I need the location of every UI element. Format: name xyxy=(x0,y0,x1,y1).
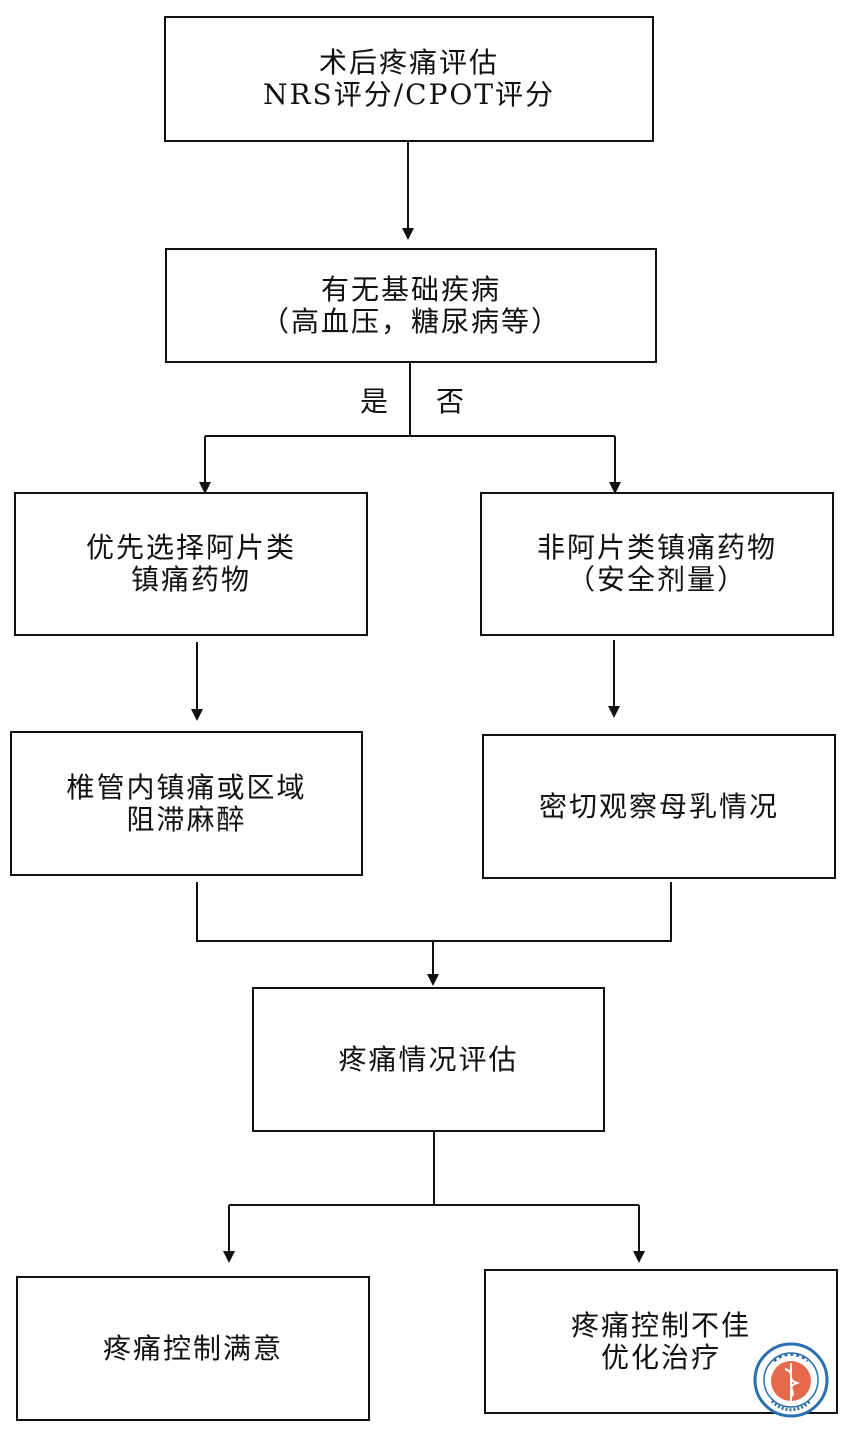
node-pain-controlled-line1: 疼痛控制满意 xyxy=(102,1331,283,1365)
node-non-opioid: 非阿片类镇痛药物 （安全剂量） xyxy=(480,492,834,636)
node-pain-assessment-line2: NRS评分/CPOT评分 xyxy=(262,78,556,111)
node-neuraxial-block-line2: 阻滞麻醉 xyxy=(126,802,247,836)
branch-label-no: 否 xyxy=(436,385,465,418)
node-pain-reassessment: 疼痛情况评估 xyxy=(252,987,605,1132)
node-opioid-preferred-line2: 镇痛药物 xyxy=(130,563,251,596)
node-underlying-disease: 有无基础疾病 （高血压，糖尿病等） xyxy=(165,248,657,363)
node-pain-uncontrolled-line2: 优化治疗 xyxy=(600,1340,721,1374)
node-monitor-breastmilk-line1: 密切观察母乳情况 xyxy=(538,789,779,823)
node-non-opioid-line2: （安全剂量） xyxy=(566,563,747,596)
node-pain-assessment: 术后疼痛评估 NRS评分/CPOT评分 xyxy=(164,16,654,142)
node-neuraxial-block-line1: 椎管内镇痛或区域 xyxy=(66,770,307,804)
node-pain-assessment-line1: 术后疼痛评估 xyxy=(318,46,499,79)
node-opioid-preferred: 优先选择阿片类 镇痛药物 xyxy=(14,492,368,636)
cma-seal-watermark xyxy=(753,1342,829,1418)
branch-label-yes: 是 xyxy=(360,385,389,418)
node-underlying-disease-line1: 有无基础疾病 xyxy=(320,272,501,306)
connector-merge xyxy=(196,882,672,942)
node-neuraxial-block: 椎管内镇痛或区域 阻滞麻醉 xyxy=(10,731,363,876)
node-pain-reassessment-line1: 疼痛情况评估 xyxy=(338,1042,519,1076)
node-pain-uncontrolled-line1: 疼痛控制不佳 xyxy=(570,1308,751,1342)
node-pain-controlled: 疼痛控制满意 xyxy=(16,1276,370,1421)
node-non-opioid-line1: 非阿片类镇痛药物 xyxy=(536,531,777,564)
node-opioid-preferred-line1: 优先选择阿片类 xyxy=(85,531,296,564)
node-underlying-disease-line2: （高血压，糖尿病等） xyxy=(260,304,561,338)
node-monitor-breastmilk: 密切观察母乳情况 xyxy=(482,734,836,879)
